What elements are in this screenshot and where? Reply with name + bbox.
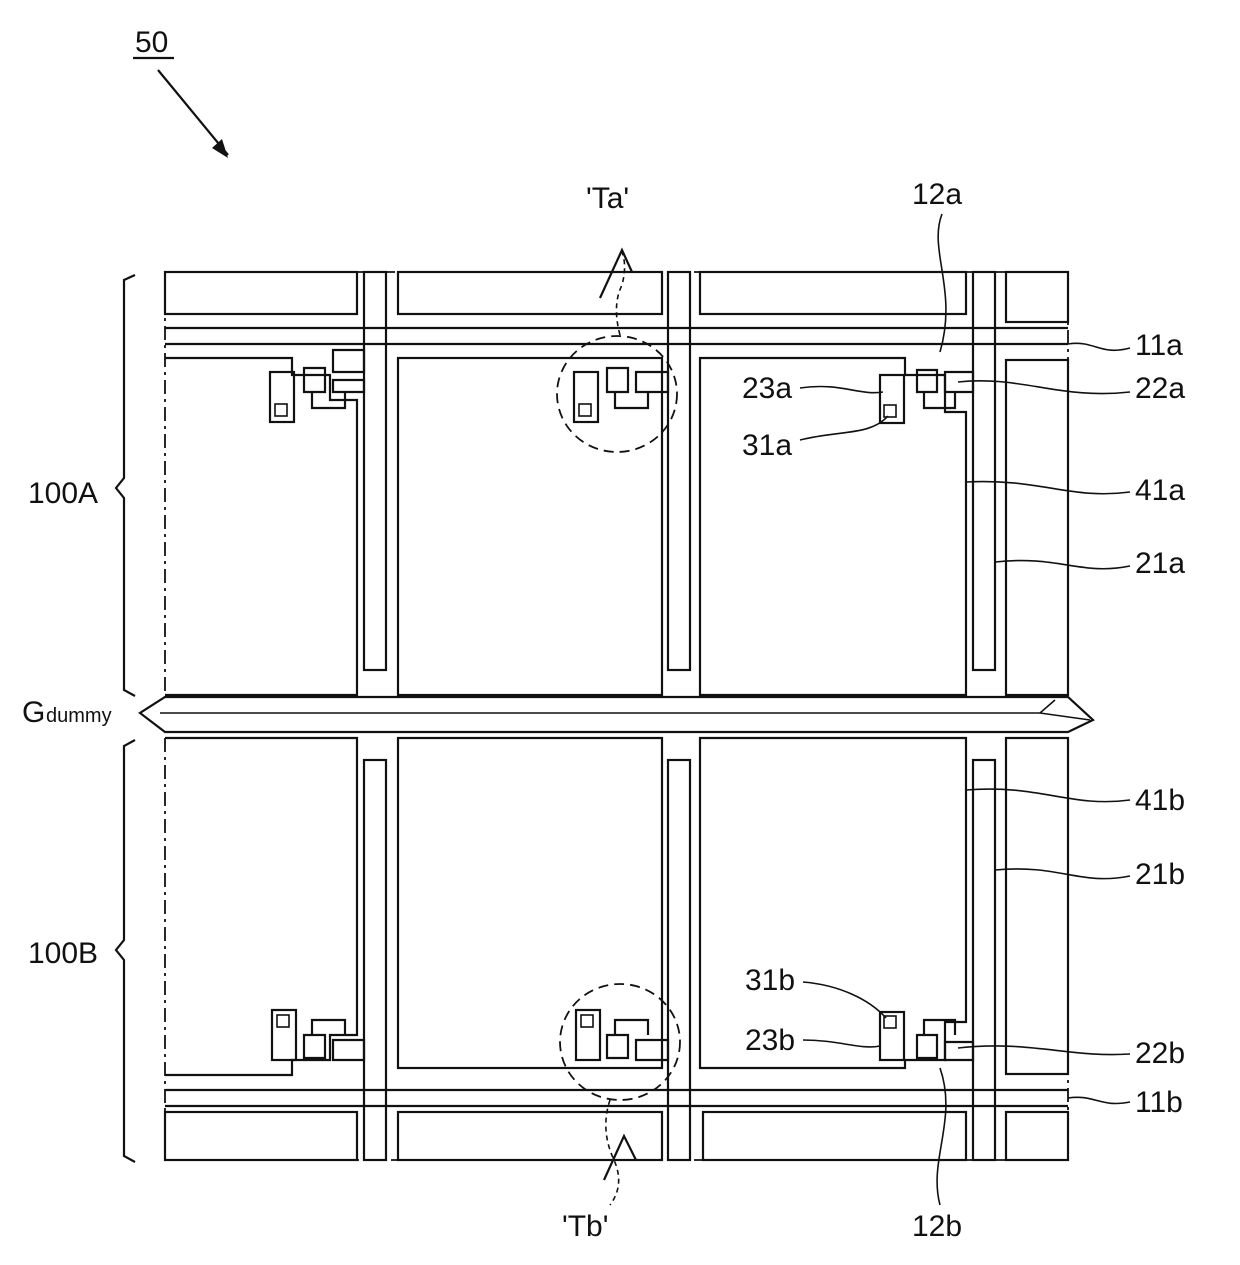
panel-100b-boundary [165, 738, 1068, 1160]
panel-100b [165, 738, 1068, 1205]
break-mark-bottom [604, 1136, 636, 1180]
gate-electrode-12a [917, 370, 937, 392]
gate-electrode-a1 [304, 368, 325, 392]
gate-electrode-ta [607, 368, 628, 392]
leader-21b [995, 869, 1130, 879]
panel-100a [165, 248, 1068, 697]
drain-electrode-a1 [270, 372, 294, 422]
upper-top-cell-2 [398, 272, 662, 314]
channel-b1 [312, 1020, 345, 1035]
leader-12b [937, 1068, 946, 1205]
tft-a3 [880, 370, 973, 423]
contact-hole-b1 [277, 1015, 289, 1027]
drain-electrode-tb [576, 1010, 600, 1060]
upper-top-cell-1 [165, 272, 357, 314]
tft-b3 [880, 1012, 973, 1060]
label-12b: 12b [912, 1210, 962, 1243]
channel-tb [615, 1020, 648, 1035]
label-22a: 22a [1135, 372, 1185, 405]
tft-tb [576, 1010, 668, 1060]
lower-bottom-cell-1 [165, 1112, 357, 1160]
leader-11a [1068, 343, 1130, 350]
label-31b: 31b [745, 964, 795, 997]
leader-11b [1068, 1097, 1130, 1103]
contact-hole-a1 [275, 404, 287, 416]
label-11a: 11a [1135, 329, 1183, 362]
dummy-gate-line [140, 697, 1093, 732]
reference-arrow [158, 70, 228, 155]
pixel-electrode-b1 [165, 738, 357, 1075]
label-11b: 11b [1135, 1086, 1183, 1119]
leader-22b [958, 1046, 1130, 1055]
leader-23a [800, 386, 883, 392]
data-line-1 [364, 272, 386, 670]
leader-12a [938, 214, 946, 352]
lower-bottom-cell-2 [398, 1112, 662, 1160]
label-41b: 41b [1135, 784, 1185, 817]
reference-number: 50 [135, 26, 168, 59]
lower-bottom-cell-3 [703, 1112, 966, 1160]
lower-bottom-cell-4 [1006, 1112, 1068, 1160]
label-41a: 41a [1135, 474, 1185, 507]
upper-top-cell-3 [700, 272, 966, 314]
label-12a: 12a [912, 178, 962, 211]
drain-electrode-b1 [272, 1010, 296, 1060]
label-23b: 23b [745, 1024, 795, 1057]
leader-21a [995, 561, 1130, 569]
data-line-3 [973, 272, 995, 670]
label-21a: 21a [1135, 547, 1185, 580]
gate-electrode-12b [917, 1035, 937, 1058]
pixel-electrode-b2 [398, 738, 662, 1068]
leader-31a [800, 416, 888, 440]
leader-41b [966, 789, 1130, 802]
upper-top-cell-4 [1006, 272, 1068, 322]
pixel-electrode-41b [700, 738, 966, 1068]
label-100a: 100A [28, 477, 98, 510]
leader-31b [803, 982, 886, 1018]
data-line-b1 [364, 760, 386, 1160]
pixel-electrode-a4 [1006, 360, 1068, 695]
data-line-b2 [668, 760, 690, 1160]
gate-electrode-b1 [304, 1035, 325, 1058]
tft-a1 [270, 350, 364, 422]
leader-23b [803, 1040, 880, 1047]
tft-ta [574, 368, 668, 422]
contact-hole-tb [581, 1015, 593, 1027]
data-line-2 [668, 272, 690, 670]
label-23a: 23a [742, 372, 792, 405]
leader-41a [966, 482, 1130, 494]
gate-electrode-tb [607, 1035, 628, 1058]
channel-ta [615, 392, 648, 408]
source-electrode-b1 [333, 1040, 364, 1060]
label-tb: 'Tb' [562, 1210, 608, 1243]
source-electrode-tb [636, 1040, 668, 1060]
label-ta: 'Ta' [586, 182, 629, 215]
label-gdummy-sub: dummy [46, 705, 112, 727]
contact-hole-31a [884, 405, 896, 417]
dummy-gate-outline [140, 697, 1093, 732]
drain-electrode-ta [574, 372, 598, 422]
contact-hole-ta [579, 404, 591, 416]
label-31a: 31a [742, 429, 792, 462]
source-electrode-a1 [333, 350, 364, 392]
brace-100a [116, 275, 135, 696]
data-line-b3 [973, 760, 995, 1160]
brace-100b [116, 740, 135, 1162]
source-electrode-ta [636, 372, 668, 392]
leader-22a [958, 381, 1130, 394]
break-mark-top [600, 250, 632, 298]
reference-arrowhead [212, 139, 228, 158]
channel-a3 [924, 392, 955, 408]
dummy-gate-break [160, 700, 1090, 720]
label-100b: 100B [28, 937, 98, 970]
pixel-electrode-b4 [1006, 738, 1068, 1074]
label-22b: 22b [1135, 1037, 1185, 1070]
source-electrode-22b [945, 1042, 973, 1060]
label-gdummy-main: G [22, 696, 45, 729]
label-21b: 21b [1135, 858, 1185, 891]
